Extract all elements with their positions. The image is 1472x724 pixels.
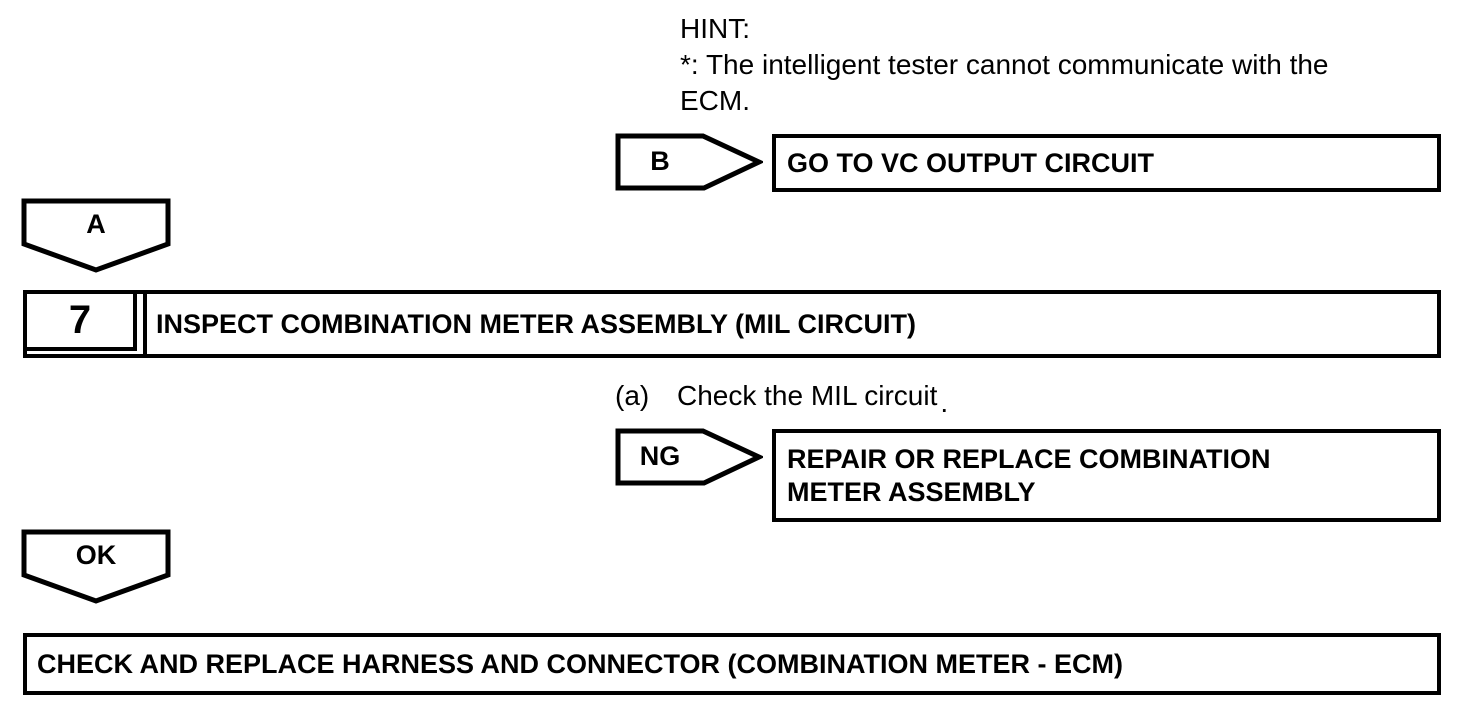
connector-ng: NG <box>615 428 763 486</box>
substep-period: . <box>940 387 949 418</box>
connector-b: B <box>615 133 763 191</box>
goto-vc-output-circuit-box: GO TO VC OUTPUT CIRCUIT <box>772 134 1441 192</box>
goto-vc-output-circuit-label: GO TO VC OUTPUT CIRCUIT <box>787 147 1155 178</box>
check-harness-connector-label: CHECK AND REPLACE HARNESS AND CONNECTOR … <box>37 648 1123 679</box>
substep-text: Check the MIL circuit <box>677 380 938 411</box>
repair-combination-meter-box: REPAIR OR REPLACE COMBINATION METER ASSE… <box>772 429 1441 522</box>
hint-line-2: ECM. <box>680 85 750 116</box>
repair-combination-meter-line-1: REPAIR OR REPLACE COMBINATION <box>787 443 1271 474</box>
step-number: 7 <box>27 294 137 351</box>
right-arrow-shape <box>615 428 763 486</box>
connector-a: A <box>21 198 171 274</box>
substep-marker: (a) <box>615 380 650 411</box>
connector-b-label: B <box>650 145 670 176</box>
connector-ok: OK <box>21 529 171 605</box>
connector-ng-label: NG <box>639 440 681 471</box>
hint-line-1: *: The intelligent tester cannot communi… <box>680 49 1329 80</box>
substep-a: (a) Check the MIL circuit. <box>615 380 948 418</box>
step-title-cell: INSPECT COMBINATION METER ASSEMBLY (MIL … <box>143 294 1437 354</box>
hint-label: HINT: <box>680 13 750 44</box>
down-pentagon-shape <box>21 198 171 273</box>
connector-a-label: A <box>86 208 106 239</box>
right-arrow-shape <box>615 133 763 191</box>
hint-block: HINT: *: The intelligent tester cannot c… <box>680 11 1329 119</box>
check-harness-connector-box: CHECK AND REPLACE HARNESS AND CONNECTOR … <box>23 633 1441 695</box>
step-box: 7 INSPECT COMBINATION METER ASSEMBLY (MI… <box>23 290 1441 358</box>
step-title: INSPECT COMBINATION METER ASSEMBLY (MIL … <box>156 308 917 339</box>
down-pentagon-shape <box>21 529 171 604</box>
repair-combination-meter-line-2: METER ASSEMBLY <box>787 476 1036 507</box>
connector-ok-label: OK <box>75 539 117 570</box>
